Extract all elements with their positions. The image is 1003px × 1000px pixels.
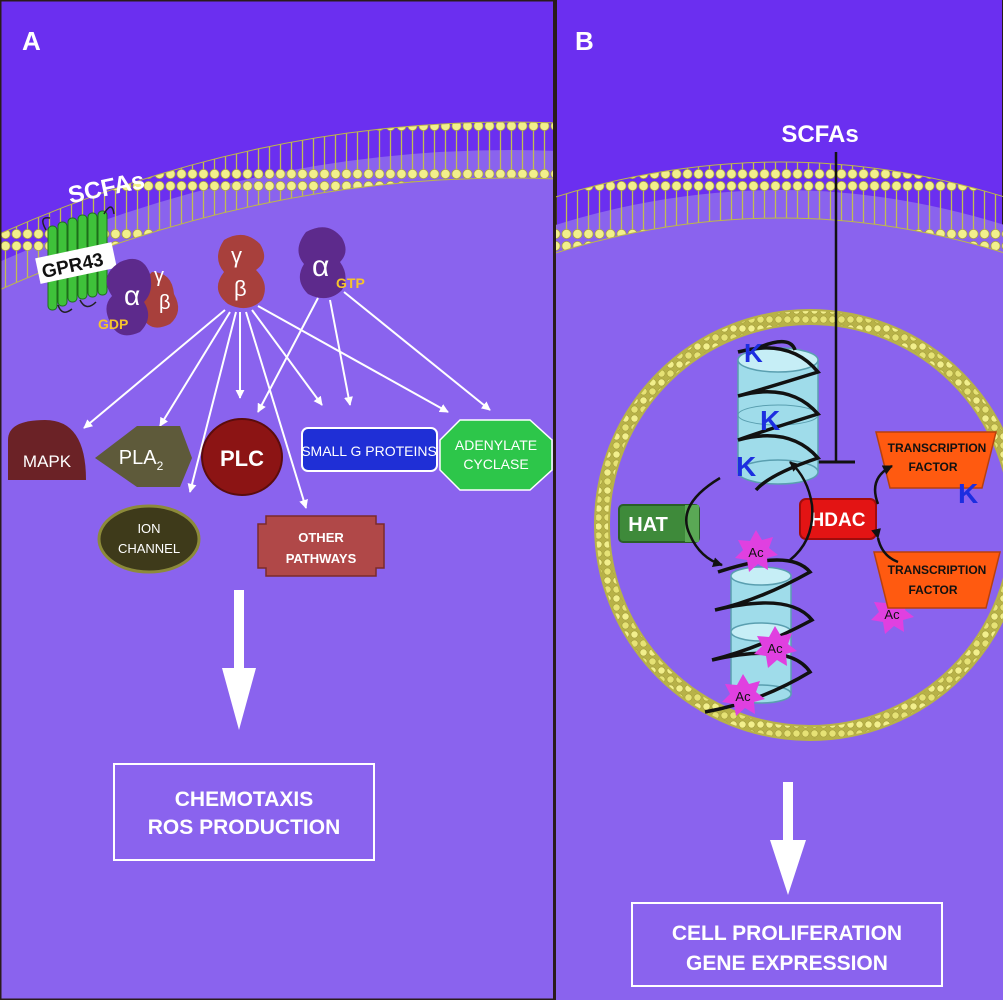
hdac-enzyme: HDAC bbox=[799, 498, 877, 540]
hat-enzyme: HAT bbox=[618, 504, 700, 543]
mapk-node: MAPK bbox=[8, 420, 86, 480]
svg-text:PLA2: PLA2 bbox=[119, 447, 164, 473]
gpr43-label-box bbox=[35, 242, 117, 284]
panel-b: B SCFAs K K K bbox=[556, 0, 1003, 1000]
transcription-factor-bottom: TRANSCRIPTION FACTOR bbox=[873, 551, 1001, 609]
nuclear-envelope bbox=[596, 311, 1003, 739]
gpr43-receptor: GPR43 bbox=[35, 206, 117, 313]
small-g-label: SMALL G PROTEINS bbox=[301, 443, 437, 459]
tf-bottom-label-1: TRANSCRIPTION bbox=[888, 563, 987, 577]
acetyl-label-4: Ac bbox=[884, 607, 900, 622]
g-beta-label: β bbox=[159, 292, 171, 314]
cell-membrane-a bbox=[0, 121, 555, 291]
gene-expression-label: GENE EXPRESSION bbox=[686, 952, 888, 975]
gtp-label: GTP bbox=[336, 275, 365, 291]
mapk-label: MAPK bbox=[23, 452, 72, 471]
g-alpha-subunit bbox=[106, 258, 152, 336]
outcome-arrow-a bbox=[222, 590, 256, 730]
adenylate-label-2: CYCLASE bbox=[463, 456, 528, 472]
gdp-label: GDP bbox=[98, 316, 128, 332]
tf-deacetylation-arrow bbox=[873, 464, 893, 505]
pla-subscript: 2 bbox=[157, 459, 164, 473]
adenylate-cyclase-node: ADENYLATE CYCLASE bbox=[439, 419, 553, 491]
pla2-node: PLA2 bbox=[95, 426, 192, 487]
transcription-factor-top: TRANSCRIPTION FACTOR K bbox=[875, 431, 997, 509]
histone-deacetylated: K K K bbox=[736, 338, 822, 492]
cell-proliferation-label: CELL PROLIFERATION bbox=[672, 922, 902, 945]
deacetylation-arrow bbox=[789, 461, 814, 561]
ros-production-label: ROS PRODUCTION bbox=[148, 816, 341, 839]
acetyl-label-1: Ac bbox=[748, 545, 764, 560]
hdac-label: HDAC bbox=[811, 510, 866, 531]
free-alpha-label: α bbox=[312, 250, 329, 283]
small-g-proteins-node: SMALL G PROTEINS bbox=[301, 427, 438, 472]
scfa-label-b: SCFAs bbox=[781, 121, 858, 148]
tf-acetylation-link bbox=[871, 528, 899, 564]
ion-channel-node: ION CHANNEL bbox=[97, 504, 201, 574]
outcome-arrow-b bbox=[770, 782, 806, 895]
panel-b-letter: B bbox=[575, 26, 594, 56]
outcome-box-b: CELL PROLIFERATION GENE EXPRESSION bbox=[631, 902, 943, 987]
adenylate-label-1: ADENYLATE bbox=[455, 437, 537, 453]
acetyl-group-2: Ac bbox=[754, 626, 797, 668]
chemotaxis-label: CHEMOTAXIS bbox=[175, 788, 313, 811]
free-beta-gamma: γ β bbox=[217, 234, 265, 309]
pla-label: PLA bbox=[119, 447, 157, 469]
acetyl-label-2: Ac bbox=[767, 641, 783, 656]
plc-node: PLC bbox=[201, 418, 283, 496]
g-protein-trimer: γ β α GDP bbox=[98, 258, 179, 336]
lysine-label-2: K bbox=[760, 405, 780, 436]
panel-divider bbox=[553, 0, 557, 1000]
beta-gamma-arrows bbox=[83, 305, 449, 509]
tf-lysine-label: K bbox=[958, 478, 978, 509]
panel-a-letter: A bbox=[22, 26, 41, 56]
histone-acetylated bbox=[704, 558, 815, 714]
free-gamma-label: γ bbox=[231, 243, 242, 268]
hat-label: HAT bbox=[628, 514, 668, 536]
ion-label-2: CHANNEL bbox=[118, 541, 180, 556]
acetyl-group-1: Ac bbox=[735, 530, 778, 572]
acetyl-label-3: Ac bbox=[735, 689, 751, 704]
tf-bottom-label-2: FACTOR bbox=[908, 583, 957, 597]
outcome-box-a: CHEMOTAXIS ROS PRODUCTION bbox=[113, 763, 375, 861]
other-pathways-node: OTHER PATHWAYS bbox=[257, 515, 385, 577]
tf-top-label-2: FACTOR bbox=[908, 460, 957, 474]
free-alpha-gtp: α GTP bbox=[298, 227, 365, 299]
alpha-gtp-arrows bbox=[257, 291, 491, 413]
cell-membrane-b bbox=[556, 161, 1003, 254]
g-gamma-label: γ bbox=[154, 265, 164, 287]
plc-label: PLC bbox=[220, 446, 264, 471]
tf-top-label-1: TRANSCRIPTION bbox=[888, 441, 987, 455]
other-label-1: OTHER bbox=[298, 530, 344, 545]
ion-label-1: ION bbox=[137, 521, 160, 536]
g-alpha-label: α bbox=[124, 280, 140, 311]
free-beta-label: β bbox=[234, 276, 247, 301]
lysine-label-3: K bbox=[736, 451, 756, 482]
acetylation-arrow bbox=[685, 476, 723, 568]
acetyl-group-3: Ac bbox=[722, 674, 765, 716]
lysine-label-1: K bbox=[744, 338, 763, 368]
other-label-2: PATHWAYS bbox=[286, 551, 357, 566]
